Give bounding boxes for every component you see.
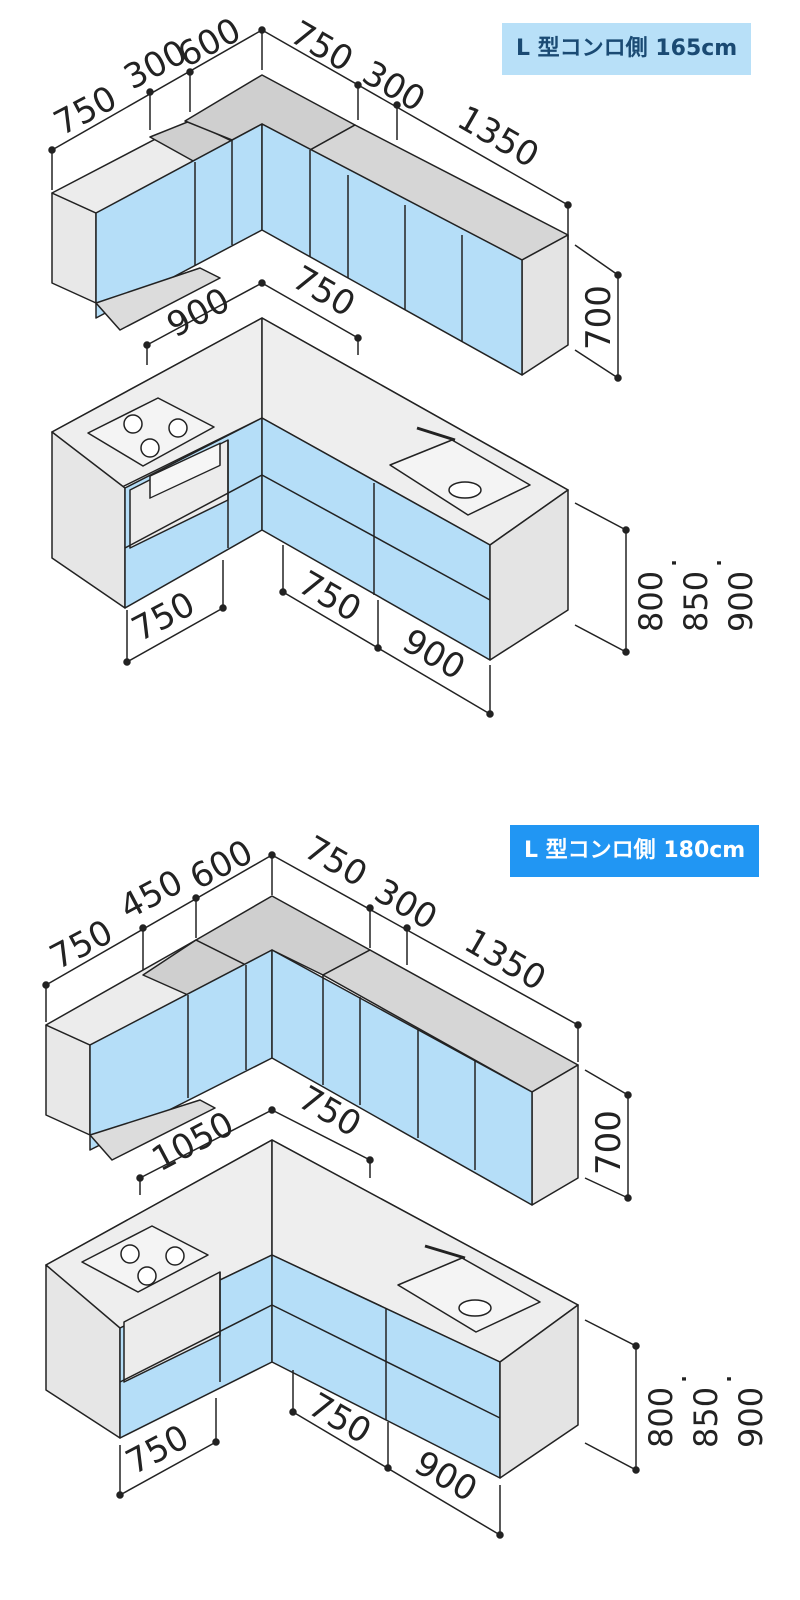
dim-upper-600: 600 xyxy=(183,832,259,898)
dim-height-900: 900 xyxy=(732,1387,770,1448)
oven-controls xyxy=(149,442,221,499)
dim-upper-750-right: 750 xyxy=(298,828,374,895)
dim-upper-1350: 1350 xyxy=(458,921,553,999)
dim-upper-750-left: 750 xyxy=(47,78,123,144)
dim-height-800: 800 xyxy=(632,571,670,632)
kitchen-diagram: 750 450 600 750 300 1350 700 1050 750 75… xyxy=(42,828,770,1539)
kitchen-layout-180: L 型コンロ側 180cm xyxy=(0,800,800,1600)
upper-right-doors xyxy=(261,123,523,376)
faucet xyxy=(416,426,456,442)
size-badge: L 型コンロ側 165cm xyxy=(502,23,752,75)
stove-cooktop xyxy=(81,1225,209,1293)
dim-height-850: 850 xyxy=(687,1387,725,1448)
upper-right-end-panel xyxy=(521,234,569,376)
svg-text:·: · xyxy=(710,1374,748,1384)
kitchen-layout-165: L 型コンロ側 165cm xyxy=(47,10,760,718)
dim-height-850: 850 xyxy=(677,571,715,632)
dim-upper-300-right: 300 xyxy=(356,53,432,120)
base-right-end xyxy=(489,489,569,661)
dim-upper-750-right: 750 xyxy=(284,13,360,80)
dim-upper-750-left: 750 xyxy=(43,912,119,978)
size-badge: L 型コンロ側 180cm xyxy=(510,825,760,877)
sink-basin xyxy=(397,1257,541,1333)
sink-basin xyxy=(389,439,531,516)
dim-upper-height: 700 xyxy=(589,1110,629,1175)
svg-text:·: · xyxy=(655,558,693,568)
upper-shelf-ledge xyxy=(89,1099,216,1161)
base-right-end xyxy=(499,1304,579,1479)
dim-upper-450: 450 xyxy=(113,862,189,928)
svg-text:·: · xyxy=(700,558,738,568)
upper-shelf-ledge xyxy=(95,267,221,331)
dim-height-900: 900 xyxy=(722,571,760,632)
upper-right-doors xyxy=(271,949,533,1206)
stove-cooktop xyxy=(87,397,215,467)
faucet xyxy=(424,1244,466,1260)
svg-text:·: · xyxy=(665,1374,703,1384)
kitchen-diagram: 750 300 600 750 300 1350 700 900 750 750… xyxy=(47,10,760,718)
dim-upper-height: 700 xyxy=(579,285,619,350)
dim-height-800: 800 xyxy=(642,1387,680,1448)
